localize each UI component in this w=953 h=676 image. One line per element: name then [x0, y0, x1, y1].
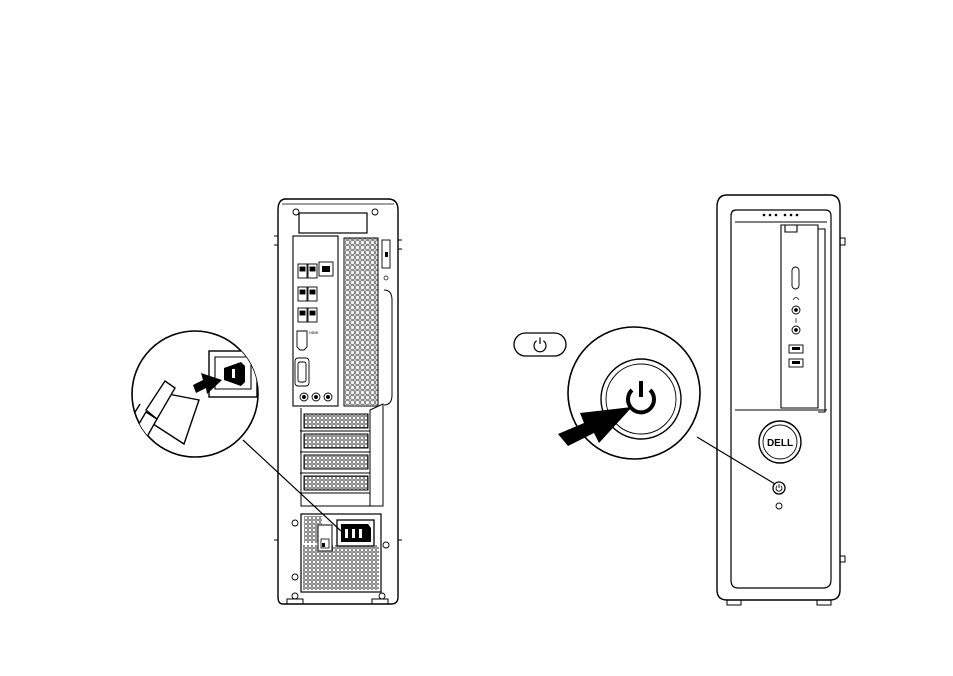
rear-view-computer: HDMI — [274, 199, 402, 604]
audio-jacks — [300, 393, 332, 401]
rear-usb-ports — [298, 264, 317, 322]
front-usb-ports — [789, 345, 803, 367]
power-symbol-badge — [514, 333, 566, 356]
hdmi-port: HDMI — [297, 331, 318, 350]
headphone-jack — [792, 298, 800, 315]
microphone-jack — [792, 318, 800, 334]
activity-lights — [763, 214, 799, 217]
optical-drive-bay — [735, 225, 827, 412]
dell-logo-text: DELL — [767, 438, 793, 449]
expansion-slots — [300, 404, 383, 506]
rear-power-cable-callout — [110, 331, 258, 460]
hard-drive-light — [776, 503, 782, 509]
power-supply — [292, 514, 389, 599]
press-power-callout — [558, 327, 700, 459]
vga-port — [295, 358, 309, 386]
front-card-reader — [792, 267, 799, 289]
network-port — [319, 262, 333, 276]
dell-logo: DELL — [759, 421, 801, 463]
front-view-computer: DELL — [717, 195, 845, 605]
hdmi-label: HDMI — [309, 331, 318, 335]
